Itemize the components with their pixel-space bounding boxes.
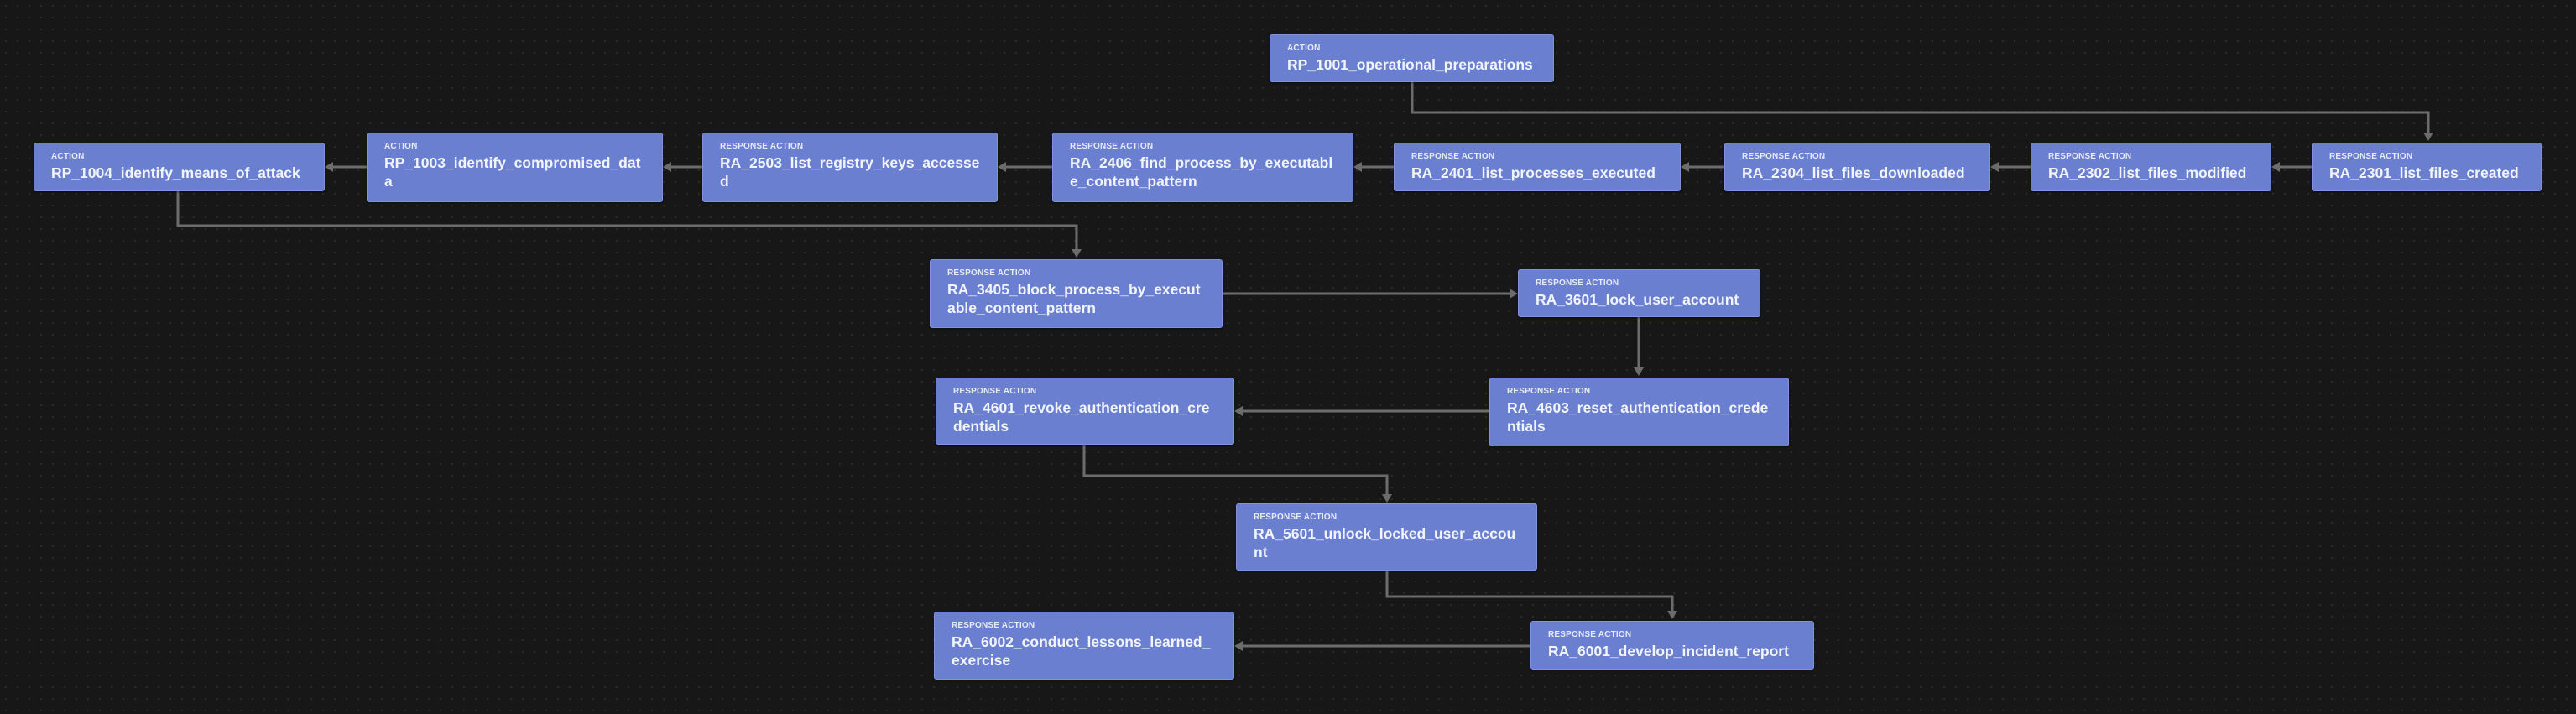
edge-rp1001-ra2301 xyxy=(1411,82,2430,133)
arrow-head xyxy=(663,162,671,172)
node-kind: Response Action xyxy=(1254,513,1338,522)
arrow-head xyxy=(2271,162,2280,172)
node-ra2401-list-processes-executed[interactable]: Response Action RA_2401_list_processes_e… xyxy=(1394,143,1681,191)
node-ra6001-develop-incident-report[interactable]: Response Action RA_6001_develop_incident… xyxy=(1530,621,1814,670)
arrow-head xyxy=(1667,611,1677,619)
node-label: RP_1004_identify_means_of_attack xyxy=(51,164,300,181)
arrow-head xyxy=(2423,133,2433,141)
node-kind: Response Action xyxy=(953,387,1037,396)
node-ra3601-lock-user-account[interactable]: Response Action RA_3601_lock_user_accoun… xyxy=(1518,269,1760,317)
arrow-head xyxy=(1234,406,1243,416)
node-label: RA_4601_revoke_authentication_credential… xyxy=(953,399,1210,435)
node-kind: Action xyxy=(51,152,85,161)
node-kind: Response Action xyxy=(1411,152,1495,161)
arrow-head xyxy=(1681,162,1689,172)
edge-rp1004-ra3405 xyxy=(176,191,1078,249)
node-label: RA_2304_list_files_downloaded xyxy=(1742,164,1965,181)
node-ra6002-conduct-lessons-learned-exercise[interactable]: Response Action RA_6002_conduct_lessons_… xyxy=(934,612,1234,680)
node-kind: Response Action xyxy=(1742,152,1826,161)
node-ra4601-revoke-authentication-credentials[interactable]: Response Action RA_4601_revoke_authentic… xyxy=(936,378,1234,445)
node-kind: Response Action xyxy=(952,621,1035,630)
node-kind: Response Action xyxy=(720,142,804,151)
node-rp1004-identify-means-of-attack[interactable]: Action RP_1004_identify_means_of_attack xyxy=(34,143,325,191)
node-label: RA_6002_conduct_lessons_learned_exercise xyxy=(952,633,1211,669)
node-rp1003-identify-compromised-data[interactable]: Action RP_1003_identify_compromised_data xyxy=(367,133,663,202)
node-ra2302-list-files-modified[interactable]: Response Action RA_2302_list_files_modif… xyxy=(2031,143,2271,191)
node-label: RA_5601_unlock_locked_user_account xyxy=(1254,525,1516,560)
node-kind: Response Action xyxy=(947,268,1031,278)
arrow-head xyxy=(1234,641,1243,651)
node-kind: Response Action xyxy=(1070,142,1154,151)
node-ra4603-reset-authentication-credentials[interactable]: Response Action RA_4603_reset_authentica… xyxy=(1489,378,1789,446)
node-kind: Response Action xyxy=(2048,152,2132,161)
node-label: RA_2503_list_registry_keys_accessed xyxy=(720,154,980,190)
arrow-head xyxy=(1072,249,1082,258)
arrow-head xyxy=(1510,289,1518,299)
node-kind: Response Action xyxy=(1548,630,1632,639)
node-kind: Response Action xyxy=(1536,279,1619,288)
node-ra2301-list-files-created[interactable]: Response Action RA_2301_list_files_creat… xyxy=(2312,143,2542,191)
arrow-head xyxy=(325,162,333,172)
node-label: RP_1003_identify_compromised_data xyxy=(384,154,641,190)
node-label: RA_2401_list_processes_executed xyxy=(1411,164,1656,181)
node-label: RA_2301_list_files_created xyxy=(2329,164,2519,181)
node-ra2406-find-process-by-executable-content-pattern[interactable]: Response Action RA_2406_find_process_by_… xyxy=(1052,133,1353,202)
node-label: RA_4603_reset_authentication_credentials xyxy=(1507,399,1769,435)
node-ra2503-list-registry-keys-accessed[interactable]: Response Action RA_2503_list_registry_ke… xyxy=(702,133,998,202)
node-label: RA_2302_list_files_modified xyxy=(2048,164,2247,181)
node-kind: Response Action xyxy=(1507,387,1591,396)
arrow-head xyxy=(1990,162,1999,172)
edge-ra4601-ra5601 xyxy=(1082,445,1389,494)
arrow-head xyxy=(1634,367,1644,376)
node-ra2304-list-files-downloaded[interactable]: Response Action RA_2304_list_files_downl… xyxy=(1724,143,1990,191)
node-label: RA_2406_find_process_by_executable_conte… xyxy=(1070,154,1333,190)
node-label: RA_3601_lock_user_account xyxy=(1536,291,1739,308)
arrow-head xyxy=(1382,494,1392,503)
node-kind: Response Action xyxy=(2329,152,2413,161)
node-label: RA_3405_block_process_by_executable_cont… xyxy=(947,281,1201,316)
edge-ra5601-ra6001 xyxy=(1385,571,1674,611)
arrow-head xyxy=(1353,162,1362,172)
node-label: RP_1001_operational_preparations xyxy=(1287,56,1533,73)
node-ra5601-unlock-locked-user-account[interactable]: Response Action RA_5601_unlock_locked_us… xyxy=(1236,503,1537,571)
node-ra3405-block-process-by-executable-content-pattern[interactable]: Response Action RA_3405_block_process_by… xyxy=(930,259,1223,328)
node-kind: Action xyxy=(384,142,418,151)
node-kind: Action xyxy=(1287,44,1321,53)
node-label: RA_6001_develop_incident_report xyxy=(1548,643,1789,659)
node-rp1001-operational-preparations[interactable]: Action RP_1001_operational_preparations xyxy=(1270,34,1554,82)
arrow-head xyxy=(998,162,1006,172)
